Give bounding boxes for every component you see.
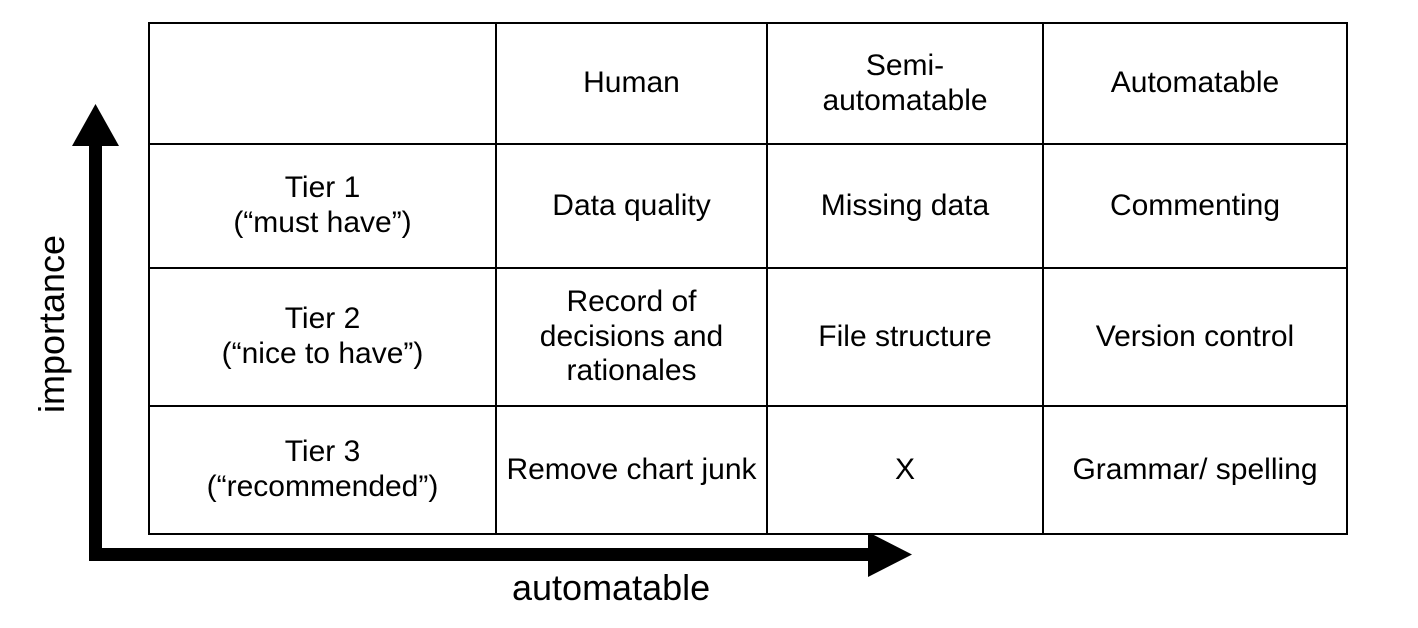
tier-3-title: Tier 3 — [284, 435, 361, 469]
cell-tier1-semi: Missing data — [766, 143, 1044, 269]
header-corner-cell — [148, 22, 497, 145]
y-axis-arrow-icon — [72, 104, 119, 560]
header-semi-line1: Semi- — [865, 48, 945, 82]
tier-2-subtitle: (“nice to have”) — [221, 337, 424, 370]
x-axis-label: automatable — [512, 567, 711, 608]
table-row: Tier 3(“recommended”) Remove chart junk … — [148, 405, 1348, 535]
tier-2-title: Tier 2 — [284, 302, 361, 336]
header-semi-line2: automatable — [822, 83, 988, 117]
table-header-row: Human Semi-automatable Automatable — [148, 22, 1348, 145]
cell-tier2-human: Record of decisions and rationales — [495, 267, 768, 407]
cell-tier3-semi: X — [766, 405, 1044, 535]
table-row: Tier 2(“nice to have”) Record of decisio… — [148, 267, 1348, 407]
tier-3-subtitle: (“recommended”) — [206, 470, 439, 503]
cell-tier1-automatable: Commenting — [1042, 143, 1348, 269]
x-axis-arrow-icon — [89, 532, 912, 577]
header-semi-automatable: Semi-automatable — [766, 22, 1044, 145]
row-label-tier-2: Tier 2(“nice to have”) — [148, 267, 497, 407]
header-automatable: Automatable — [1042, 22, 1348, 145]
cell-tier3-human: Remove chart junk — [495, 405, 768, 535]
cell-tier2-automatable: Version control — [1042, 267, 1348, 407]
row-label-tier-3: Tier 3(“recommended”) — [148, 405, 497, 535]
table-row: Tier 1(“must have”) Data quality Missing… — [148, 143, 1348, 269]
row-label-tier-1: Tier 1(“must have”) — [148, 143, 497, 269]
tier-automation-matrix: Human Semi-automatable Automatable Tier … — [148, 22, 1348, 535]
tier-1-subtitle: (“must have”) — [233, 206, 412, 239]
header-human: Human — [495, 22, 768, 145]
y-axis-label: importance — [31, 234, 72, 414]
cell-tier2-semi: File structure — [766, 267, 1044, 407]
tier-1-title: Tier 1 — [284, 171, 361, 205]
cell-tier3-automatable: Grammar/ spelling — [1042, 405, 1348, 535]
cell-tier1-human: Data quality — [495, 143, 768, 269]
